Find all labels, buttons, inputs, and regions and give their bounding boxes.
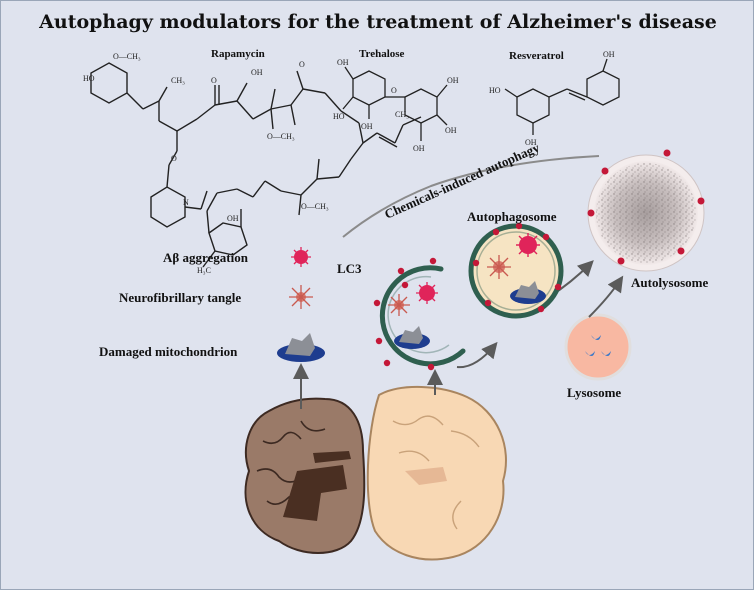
- mito-label: Damaged mitochondrion: [99, 344, 238, 359]
- autolysosome: [587, 149, 705, 272]
- abeta-label: Aβ aggregation: [163, 250, 249, 265]
- atom-oh: OH: [603, 50, 615, 59]
- atom-oh: OH: [361, 122, 373, 131]
- lc3-label: LC3: [337, 261, 362, 276]
- lysosome: [564, 313, 632, 381]
- atom-o: O: [171, 154, 177, 163]
- healthy-brain: [366, 386, 507, 561]
- chemical-names: Rapamycin Trehalose Resveratrol: [211, 48, 564, 62]
- atom-oh: OH: [227, 214, 239, 223]
- tangle-icon: [388, 294, 410, 316]
- atom-och3: O—CH₃: [113, 52, 141, 61]
- fusion-arrow-2: [588, 275, 624, 318]
- trehalose-label: Trehalose: [359, 48, 405, 60]
- induction-bracket: [342, 155, 600, 238]
- left-labels: Aβ aggregation Neurofibrillary tangle Da…: [99, 209, 709, 400]
- mitochondrion-icon: [510, 281, 546, 304]
- enzyme-icon: [585, 335, 611, 356]
- atom-och3: O—CH₃: [267, 132, 295, 141]
- resveratrol-label: Resveratrol: [509, 50, 564, 62]
- atom-ho: HO: [333, 112, 345, 121]
- resveratrol-structure: [504, 58, 620, 135]
- atom-oh: OH: [447, 76, 459, 85]
- abeta-aggregate-icon: [516, 233, 540, 257]
- tangle-label: Neurofibrillary tangle: [119, 290, 241, 305]
- mitochondrion-icon: [394, 326, 430, 349]
- abeta-aggregate-icon: [291, 247, 311, 267]
- autophagosome-label: Autophagosome: [467, 209, 557, 224]
- phagophore: [373, 257, 466, 371]
- resveratrol-atoms: HO OH OH: [489, 50, 615, 147]
- mitochondrion-icon: [277, 333, 325, 362]
- tangle-icon: [289, 285, 313, 309]
- tangle-icon: [487, 255, 511, 279]
- trehalose-structure: [342, 66, 448, 141]
- diseased-brain: [244, 397, 366, 554]
- atom-oh: OH: [525, 138, 537, 147]
- figure-title: Autophagy modulators for the treatment o…: [39, 11, 717, 33]
- atom-och3: O—CH₃: [301, 202, 329, 211]
- abeta-aggregate-icon: [416, 282, 438, 304]
- atom-ho: HO: [489, 86, 501, 95]
- maturation-arrow: [456, 341, 498, 369]
- rapamycin-label: Rapamycin: [211, 48, 265, 60]
- atom-oh: OH: [337, 58, 349, 67]
- atom-ho: HO: [83, 74, 95, 83]
- atom-o: O: [211, 76, 217, 85]
- atom-o: O: [391, 86, 397, 95]
- atom-oh: OH: [413, 144, 425, 153]
- autophagosome: [468, 222, 564, 319]
- atom-o: O: [299, 60, 305, 69]
- rapamycin-atoms: HO O—CH₃ CH₃ O N H₃C OH O O—CH₃ OH O—CH₃…: [83, 52, 409, 275]
- atom-h3c: H₃C: [197, 266, 211, 275]
- autolysosome-label: Autolysosome: [631, 275, 709, 290]
- atom-ch3: CH₃: [395, 110, 409, 119]
- trehalose-atoms: OH HO OH O OH OH OH: [333, 58, 459, 153]
- atom-oh: OH: [445, 126, 457, 135]
- atom-oh: OH: [251, 68, 263, 77]
- rapamycin-structure: [90, 62, 422, 268]
- lysosome-label: Lysosome: [567, 385, 621, 400]
- atom-ch3: CH₃: [171, 76, 185, 85]
- atom-n: N: [183, 198, 189, 207]
